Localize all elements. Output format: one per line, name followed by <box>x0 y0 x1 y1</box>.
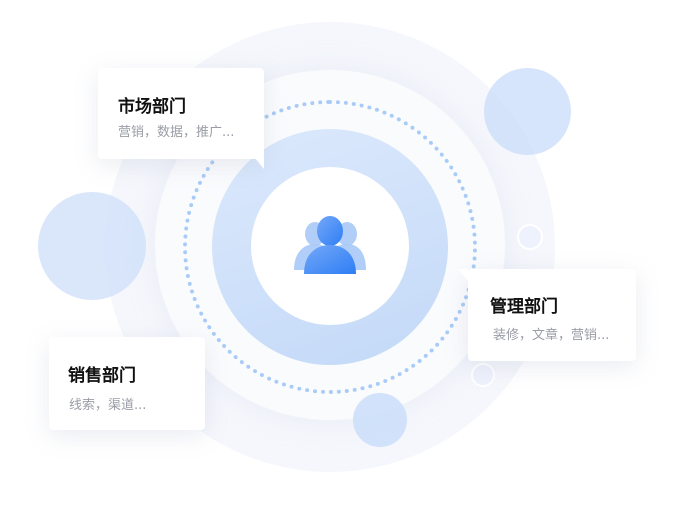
decorative-circle-bottom <box>353 393 407 447</box>
small-ring-right <box>517 224 543 250</box>
small-ring-bottom-right <box>471 363 495 387</box>
card-subtitle: 线索，渠道... <box>69 398 147 413</box>
decorative-circle-left <box>38 192 146 300</box>
dotted-orbit-ring <box>183 100 477 394</box>
card-management-department: 管理部门 装修，文章，营销... <box>458 269 636 361</box>
card-title: 销售部门 <box>68 366 136 386</box>
card-market-department: 市场部门 营销，数据，推广... <box>98 68 264 169</box>
card-subtitle: 营销，数据，推广... <box>118 125 235 140</box>
card-sales-department: 销售部门 线索，渠道... <box>49 337 205 430</box>
card-subtitle: 装修，文章，营销... <box>493 328 610 343</box>
people-group-icon <box>290 214 370 276</box>
card-title: 市场部门 <box>118 97 186 117</box>
card-title: 管理部门 <box>490 297 558 317</box>
decorative-circle-top-right <box>484 68 571 155</box>
callout-tail <box>254 157 264 169</box>
callout-tail <box>458 269 468 281</box>
